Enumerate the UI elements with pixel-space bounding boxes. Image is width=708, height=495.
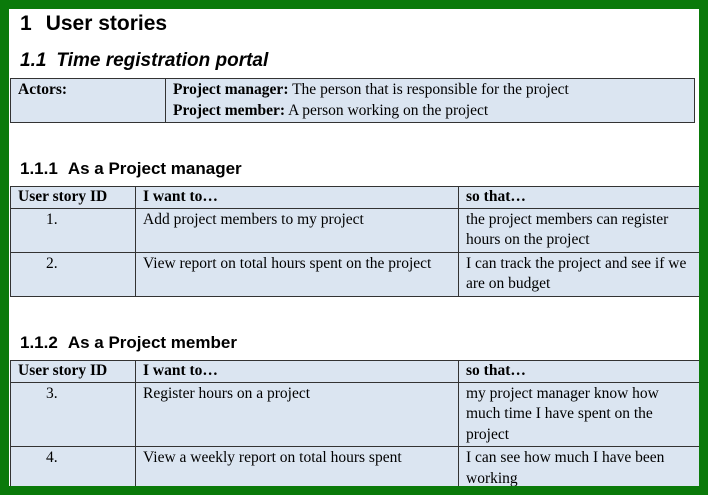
story-so-that: I can track the project and see if we ar…: [458, 251, 699, 297]
actors-list: Project manager: The person that is resp…: [165, 78, 695, 123]
header-so-that: so that…: [458, 360, 699, 383]
actor-entry: Project manager: The person that is resp…: [173, 80, 687, 101]
story-so-that: the project members can register hours o…: [458, 207, 699, 253]
table-row: 1. Add project members to my project the…: [10, 207, 699, 253]
table-row: 3. Register hours on a project my projec…: [10, 381, 699, 447]
actors-label: Actors:: [10, 78, 166, 123]
story-so-that: my project manager know how much time I …: [458, 381, 699, 447]
section-number: 1: [20, 12, 32, 35]
section-title: User stories: [45, 12, 168, 35]
story-want: View a weekly report on total hours spen…: [135, 446, 459, 486]
member-title: As a Project member: [67, 333, 237, 352]
actor-description: The person that is responsible for the p…: [292, 81, 569, 98]
member-stories-table: User story ID I want to… so that… 3. Reg…: [10, 360, 699, 486]
actor-entry: Project member: A person working on the …: [173, 101, 687, 122]
manager-title: As a Project manager: [67, 159, 242, 178]
member-heading: 1.1.2 As a Project member: [20, 333, 237, 353]
manager-stories-table: User story ID I want to… so that… 1. Add…: [10, 186, 699, 297]
actor-role: Project member:: [173, 101, 286, 119]
actors-table: Actors: Project manager: The person that…: [10, 78, 695, 123]
story-id: 2.: [10, 251, 136, 297]
actor-description: A person working on the project: [288, 101, 489, 119]
table-row: 4. View a weekly report on total hours s…: [10, 446, 699, 486]
story-id: 4.: [10, 446, 136, 486]
subsection-number: 1.1: [20, 50, 47, 71]
story-want: View report on total hours spent on the …: [135, 251, 459, 297]
member-number: 1.1.2: [20, 333, 58, 352]
subsection-title: Time registration portal: [56, 50, 269, 71]
table-row: Actors: Project manager: The person that…: [10, 78, 695, 123]
actor-role: Project manager:: [173, 81, 289, 98]
section-heading: 1 User stories: [20, 12, 167, 36]
header-want: I want to…: [135, 186, 459, 209]
story-so-that: I can see how much I have been working: [458, 446, 699, 486]
header-id: User story ID: [10, 186, 136, 209]
table-header-row: User story ID I want to… so that…: [10, 360, 699, 383]
story-want: Register hours on a project: [135, 381, 459, 447]
table-header-row: User story ID I want to… so that…: [10, 186, 699, 209]
manager-number: 1.1.1: [20, 159, 58, 178]
table-row: 2. View report on total hours spent on t…: [10, 251, 699, 297]
story-id: 3.: [10, 381, 136, 447]
header-want: I want to…: [135, 360, 459, 383]
manager-heading: 1.1.1 As a Project manager: [20, 159, 242, 179]
story-id: 1.: [10, 207, 136, 253]
header-id: User story ID: [10, 360, 136, 383]
header-so-that: so that…: [458, 186, 699, 209]
subsection-heading: 1.1 Time registration portal: [20, 50, 268, 72]
story-want: Add project members to my project: [135, 207, 459, 253]
